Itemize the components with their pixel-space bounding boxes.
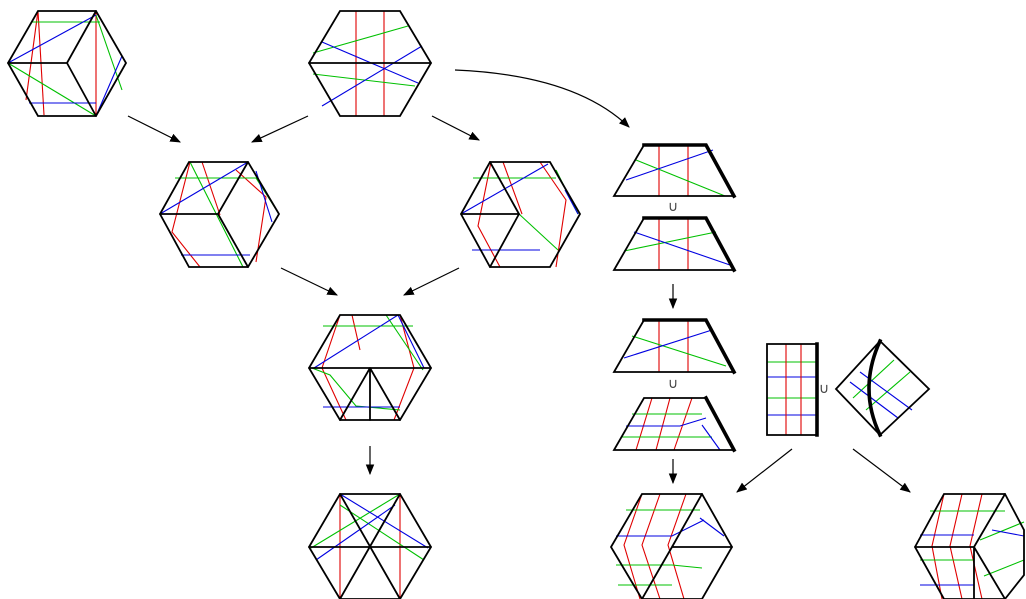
hexagon-bottom-right-a-blue-lines — [616, 517, 725, 537]
hexagon-bottom-right-a-edges — [641, 493, 733, 599]
hexagon-bottom-right-b-outline — [913, 493, 1025, 599]
hexagon-middle-right-edges — [460, 161, 521, 268]
trapezoid-4-red-lines — [635, 397, 693, 451]
arrow-b-to-d — [431, 115, 480, 141]
hexagon-bottom-right-a — [609, 493, 734, 599]
hexagon-center-edges — [308, 367, 432, 421]
trapezoid-3-blue-lines — [623, 329, 713, 359]
hexagon-middle-right — [459, 161, 582, 268]
hexagon-cube-top-left-blue-lines — [7, 14, 123, 117]
trapezoid-2 — [612, 216, 737, 273]
union-symbol-3: ∪ — [819, 381, 829, 397]
hexagon-top-center — [307, 10, 433, 117]
trapezoid-4-blue-lines — [626, 417, 721, 451]
rectangle-piece — [766, 342, 819, 437]
trapezoid-1 — [612, 143, 737, 199]
trapezoid-2-blue-lines — [633, 231, 731, 266]
hexagon-middle-right-red-lines — [477, 161, 567, 268]
arrow-c-to-e — [280, 267, 338, 296]
trapezoid-2-glued-edge — [642, 216, 737, 273]
hexagon-bottom-right-b-edges — [914, 493, 1006, 599]
rectangle-piece-outline — [766, 343, 818, 436]
hexagon-cube-top-left-edges — [7, 10, 97, 117]
trapezoid-1-outline — [612, 144, 736, 197]
hexagon-cube-top-left — [6, 10, 128, 117]
arrow-b-to-trapezoids — [454, 69, 630, 128]
trapezoid-1-red-lines — [658, 145, 689, 196]
arrow-pieces-to-h — [852, 448, 911, 493]
arrows — [127, 69, 911, 493]
hexagon-bottom-right-a-green-lines — [616, 509, 703, 586]
hexagon-top-center-blue-lines — [321, 41, 423, 107]
hexagon-middle-left — [158, 161, 281, 268]
hexagon-bottom-center-edges — [308, 493, 432, 599]
hexagon-middle-left-edges — [159, 161, 249, 268]
diamond-piece — [834, 338, 931, 438]
trapezoid-1-glued-edge — [642, 143, 737, 199]
hexagon-bottom-center — [307, 493, 433, 599]
trapezoid-3-outline — [612, 319, 736, 373]
hexagon-top-center-green-lines — [312, 25, 416, 87]
trapezoid-4-green-lines — [622, 413, 712, 438]
trapezoid-4 — [612, 395, 737, 453]
trapezoid-3 — [612, 318, 737, 375]
diamond-piece-glued-curve — [867, 338, 883, 438]
union-symbol-2: ∪ — [668, 376, 678, 392]
union-symbol-1: ∪ — [668, 199, 678, 215]
hexagon-middle-left-blue-lines — [159, 161, 273, 256]
trapezoid-2-green-lines — [623, 231, 717, 252]
hexagon-bottom-right-a-red-lines — [623, 493, 687, 599]
trapezoid-4-outline — [612, 397, 736, 451]
rectangle-piece-red-lines — [785, 344, 802, 435]
hexagon-center-blue-lines — [313, 314, 425, 408]
arrow-d-to-e — [403, 267, 460, 296]
trapezoid-1-blue-lines — [625, 149, 714, 181]
arrow-a-to-c — [127, 115, 181, 143]
diamond-piece-green-lines — [852, 359, 911, 411]
trapezoid-3-red-lines — [658, 320, 689, 372]
trapezoid-3-green-lines — [631, 335, 727, 367]
rectangle-piece-blue-lines — [767, 376, 817, 416]
trapezoid-2-outline — [612, 217, 736, 271]
trapezoid-4-glued-edge — [703, 395, 737, 453]
arrow-b-to-c — [251, 115, 309, 143]
hexagon-bottom-right-b — [913, 493, 1025, 599]
arrow-pieces-to-g — [736, 448, 793, 493]
hexagon-center — [307, 314, 433, 421]
hexagon-bottom-right-b-blue-lines — [920, 529, 1025, 586]
trapezoid-1-green-lines — [635, 159, 726, 197]
trapezoid-2-red-lines — [658, 218, 689, 270]
rectangle-piece-green-lines — [767, 361, 817, 399]
hexagon-center-green-lines — [311, 314, 424, 411]
trapezoid-3-glued-edge — [642, 318, 737, 375]
